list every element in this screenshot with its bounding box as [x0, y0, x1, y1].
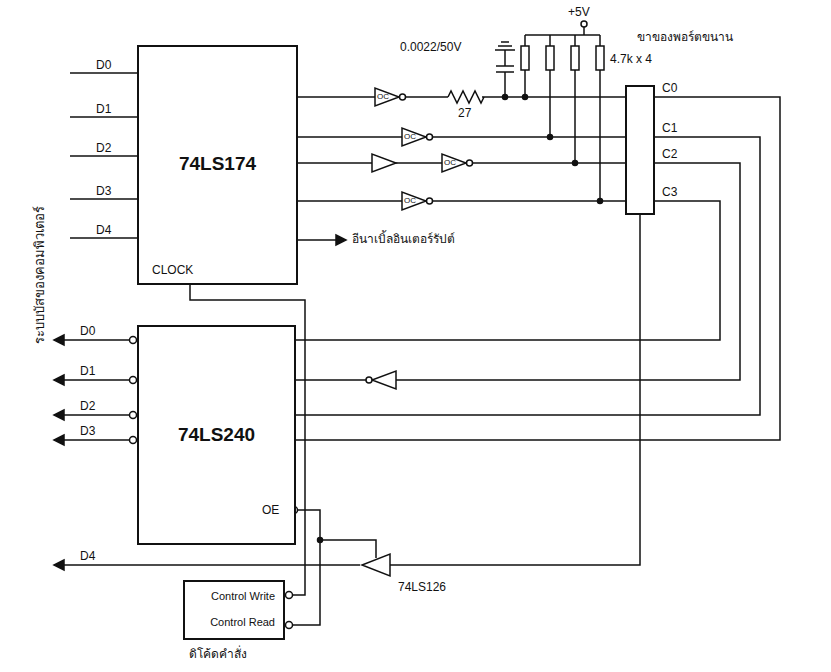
pin-label: C1	[662, 121, 677, 135]
resistor-symbol	[448, 91, 484, 103]
pin-label: C2	[662, 147, 677, 161]
supply-label: +5V	[568, 5, 590, 19]
gate-mark: OC	[404, 196, 416, 206]
pin-label: D3	[80, 424, 95, 438]
component-value: 4.7k x 4	[610, 52, 652, 66]
pin-label: D4	[80, 549, 95, 563]
pin-label: D1	[80, 364, 95, 378]
connector-caption: ขาของพอร์ตขนาน	[637, 27, 733, 46]
pin-label: D1	[96, 102, 111, 116]
pin-label: D0	[96, 58, 111, 72]
chip-name: 74LS240	[139, 424, 294, 446]
bus-caption: ระบบบัสของคอมพิวเตอร์	[33, 206, 47, 344]
gate-mark: OC	[404, 132, 416, 142]
decoder-box: Control WriteControl Readดิโค้ดคำสั่ง	[183, 580, 285, 640]
pin-label: D2	[96, 141, 111, 155]
inverter-gates	[372, 88, 473, 210]
pin-label: OE	[262, 503, 279, 517]
feedback-wires	[290, 97, 780, 440]
pullup-resistors	[521, 21, 604, 204]
control-signal: Control Read	[193, 616, 275, 628]
wire	[296, 201, 720, 340]
component-value: 0.0022/50V	[400, 40, 461, 54]
pin-label: D0	[80, 324, 95, 338]
pin-label: C0	[662, 81, 677, 95]
gate-mark: OC	[377, 92, 389, 102]
decoder-caption: ดิโค้ดคำสั่ง	[189, 644, 247, 663]
capacitor-symbol	[495, 42, 515, 100]
chip-name: 74LS174	[139, 153, 296, 175]
pin-label: C3	[662, 185, 677, 199]
control-signal: Control Write	[193, 590, 275, 602]
parallel-port-connector: ขาของพอร์ตขนาน	[625, 85, 655, 215]
component-value: 27	[458, 106, 471, 120]
pin-label: D4	[96, 223, 111, 237]
gate-mark: OC	[444, 158, 456, 168]
ic-74ls174: 74LS174	[137, 45, 298, 285]
pin-label: D2	[80, 399, 95, 413]
signal-label: อีนาเบิ้ลอินเตอร์รัปต์	[352, 232, 455, 246]
part-name: 74LS126	[398, 580, 446, 594]
pin-label: CLOCK	[152, 263, 193, 277]
input-wires	[70, 73, 137, 238]
pin-label: D3	[96, 184, 111, 198]
